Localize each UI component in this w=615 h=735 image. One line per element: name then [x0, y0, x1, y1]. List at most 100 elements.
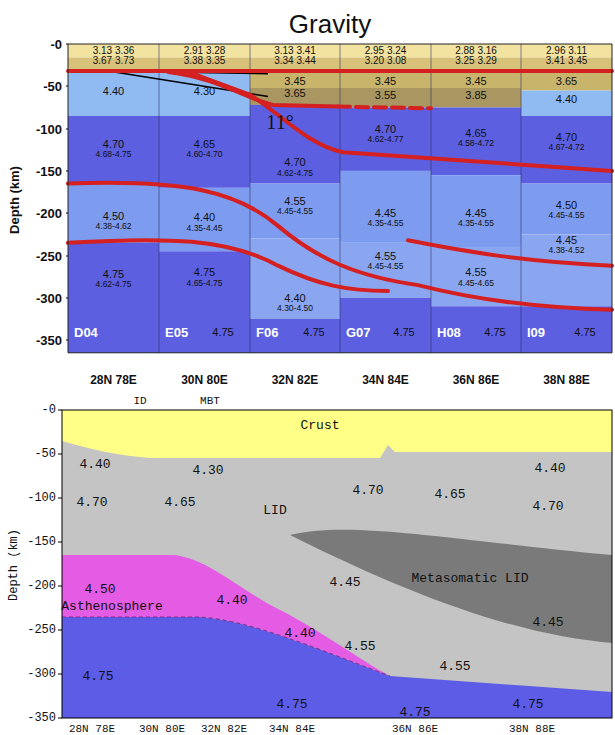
station-name: G07 [346, 324, 371, 339]
station-name: D04 [74, 324, 98, 339]
velocity-value: 4.40 [284, 626, 315, 641]
region-name: Asthenosphere [61, 599, 162, 614]
depth-tick: -300 [36, 290, 62, 305]
velocity-value: 4.75 [103, 268, 124, 280]
velocity-range: 4.62-4.75 [96, 279, 132, 289]
velocity-value: 4.75 [574, 326, 595, 338]
velocity-value: 3.65 [556, 75, 577, 87]
velocity-value: 4.65 [164, 495, 195, 510]
velocity-range: 4.67-4.72 [549, 142, 585, 152]
depth-tick: -0 [42, 403, 56, 417]
velocity-range: 4.45-4.55 [277, 206, 313, 216]
depth-tick: -350 [27, 711, 56, 725]
velocity-value: 4.45 [375, 207, 396, 219]
region-name: Metasomatic LID [411, 571, 528, 586]
location-label: 30N 80E [139, 723, 185, 735]
velocity-value: 4.30 [192, 463, 223, 478]
station-name: H08 [437, 324, 461, 339]
velocity-value: 4.55 [465, 266, 486, 278]
location-label: 28N 78E [69, 723, 115, 735]
velocity-range: 4.68-4.75 [96, 149, 132, 159]
velocity-range: 4.62-4.77 [368, 134, 404, 144]
depth-tick: -100 [36, 121, 62, 136]
velocity-value: 3.55 [375, 89, 396, 101]
location-label: 34N 84E [362, 373, 409, 387]
location-label: 34N 84E [269, 723, 315, 735]
crust-velocity: 3.13 3.36 [93, 44, 135, 55]
velocity-value: 4.75 [194, 266, 215, 278]
region-label: Asthenosphere [59, 598, 164, 615]
velocity-range: 4.62-4.75 [277, 168, 313, 178]
depth-tick: -350 [36, 333, 62, 348]
crust-velocity: 3.34 3.44 [274, 55, 316, 66]
velocity-value: 4.70 [352, 483, 383, 498]
velocity-columns [68, 44, 612, 353]
velocity-value: 4.40 [284, 292, 305, 304]
velocity-value: 4.50 [556, 199, 577, 211]
crust-velocity: 3.67 3.73 [93, 55, 135, 66]
velocity-value: 4.55 [375, 250, 396, 262]
crust-velocity: 3.41 3.45 [546, 55, 588, 66]
region-name: Crust [300, 418, 339, 433]
velocity-value: 4.40 [216, 593, 247, 608]
velocity-value: 4.50 [103, 210, 124, 222]
region-label: Crust [298, 417, 341, 434]
depth-tick: -200 [36, 206, 62, 221]
depth-tick: -100 [27, 491, 56, 505]
depth-tick: -50 [43, 79, 62, 94]
velocity-value: 4.45 [556, 234, 577, 246]
velocity-value: 4.75 [276, 697, 307, 712]
velocity-value: 4.65 [465, 127, 486, 139]
velocity-range: 4.38-4.52 [549, 245, 585, 255]
depth-tick: -50 [34, 447, 56, 461]
region-name: LID [263, 503, 286, 518]
velocity-value: 4.75 [484, 326, 505, 338]
velocity-value: 4.75 [512, 697, 543, 712]
interpretation-section [58, 410, 612, 718]
crust-velocity: 3.25 3.29 [455, 55, 497, 66]
velocity-range: 4.65-4.75 [187, 278, 223, 288]
location-label: 32N 82E [201, 723, 247, 735]
crust-velocity: 2.88 3.16 [455, 44, 497, 55]
crust-velocity: 2.96 3.11 [546, 44, 587, 55]
velocity-range: 4.35-4.55 [458, 218, 494, 228]
velocity-value: 4.70 [556, 131, 577, 143]
location-label: 28N 78E [90, 373, 137, 387]
depth-tick: -0 [50, 37, 62, 52]
axis-title: Depth (km) [7, 529, 21, 601]
velocity-value: 4.45 [465, 207, 486, 219]
velocity-value: 4.65 [434, 487, 465, 502]
velocity-value: 4.70 [375, 123, 396, 135]
velocity-value: 4.75 [303, 326, 324, 338]
velocity-value: 4.40 [103, 85, 124, 97]
velocity-value: 4.55 [284, 195, 305, 207]
velocity-value: 3.45 [375, 75, 396, 87]
depth-tick: -250 [36, 248, 62, 263]
velocity-value: 4.30 [194, 85, 215, 97]
location-label: 30N 80E [181, 373, 228, 387]
velocity-value: 4.75 [212, 326, 233, 338]
depth-tick: -200 [27, 579, 56, 593]
crust-velocity: 3.38 3.35 [184, 55, 226, 66]
depth-tick: -150 [36, 163, 62, 178]
velocity-value: 4.70 [76, 495, 107, 510]
velocity-range: 4.45-4.55 [368, 261, 404, 271]
crust-velocity: 2.95 3.24 [365, 44, 407, 55]
station-name: E05 [165, 324, 188, 339]
depth-tick: -300 [27, 667, 56, 681]
depth-tick: -250 [27, 623, 56, 637]
fault-label: MBT [200, 395, 220, 407]
axis-title: Depth (km) [7, 166, 22, 234]
region-label: LID [261, 502, 288, 519]
velocity-value: 4.75 [393, 326, 414, 338]
velocity-value: 4.45 [329, 575, 360, 590]
velocity-range: 4.30-4.50 [277, 303, 313, 313]
crust-velocity: 3.20 3.08 [365, 55, 407, 66]
angle-label: 11° [266, 111, 293, 134]
location-label: 38N 88E [543, 373, 590, 387]
location-label: 36N 86E [453, 373, 500, 387]
depth-tick: -150 [27, 535, 56, 549]
depth-axis [66, 44, 68, 340]
velocity-value: 3.65 [284, 87, 305, 99]
